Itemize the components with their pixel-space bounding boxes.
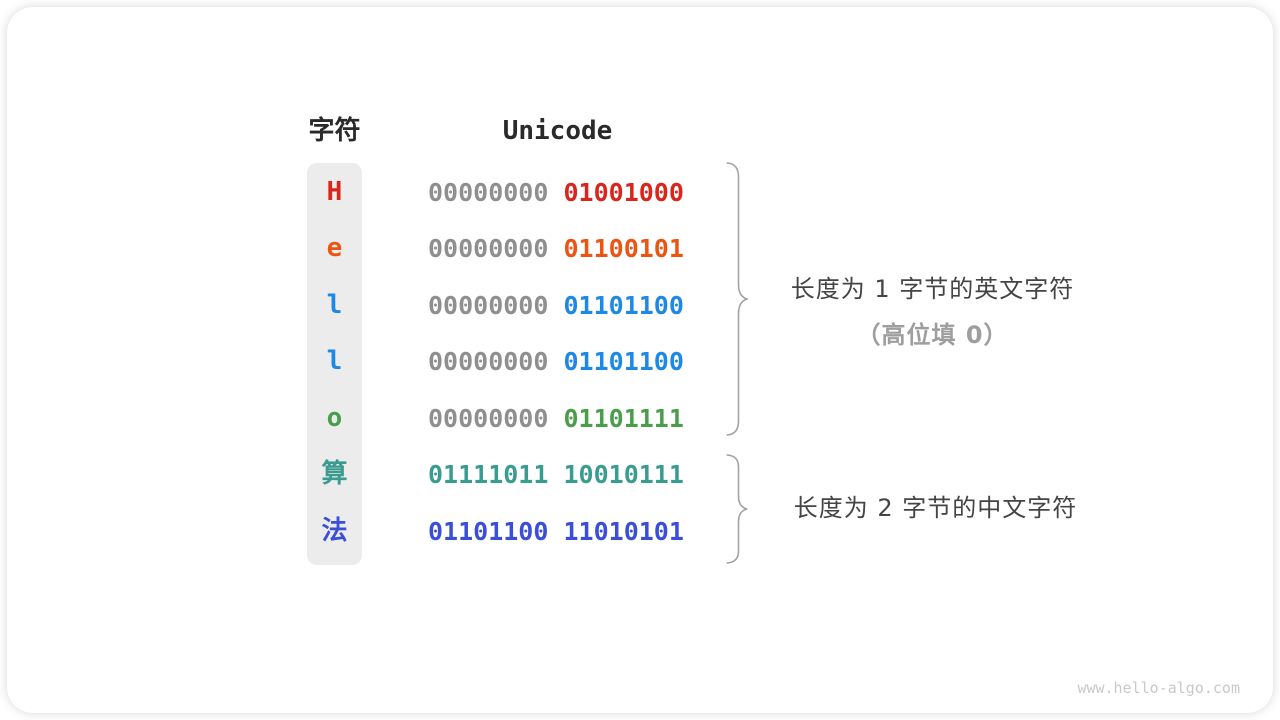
column-header-unicode: Unicode [502,116,613,146]
high-byte: 00000000 [428,234,549,263]
low-byte: 01101100 [563,290,684,320]
low-byte: 01001000 [563,177,684,207]
watermark: www.hello-algo.com [1077,679,1240,697]
low-byte: 11010101 [563,516,684,546]
encoding-row: 法 01101100 11010101 [0,503,1280,560]
character-cell: e [326,233,343,263]
unicode-binary: 01111011 10010111 [428,446,684,503]
unicode-binary: 00000000 01101100 [428,333,684,390]
diagram-card: 字符 Unicode H 00000000 01001000 e 0000000… [7,7,1273,713]
encoding-row: o 00000000 01101111 [0,390,1280,447]
high-byte: 01111011 [428,460,549,489]
high-byte: 00000000 [428,403,549,433]
unicode-binary: 01101100 11010101 [428,503,684,560]
annotation-english-line1: 长度为 1 字节的英文字符 [790,275,1075,303]
low-byte: 10010111 [563,460,684,489]
encoding-row: 算 01111011 10010111 [0,446,1280,503]
unicode-binary: 00000000 01001000 [428,164,684,221]
high-byte: 00000000 [428,177,549,207]
low-byte: 01101100 [563,347,684,376]
character-cell: 法 [321,515,348,546]
character-cell: l [326,346,343,376]
annotation-english-line2: （高位填 0） [856,321,1009,349]
annotation-chinese-chars: 长度为 2 字节的中文字符 [793,494,1078,522]
unicode-binary: 00000000 01100101 [428,220,684,277]
encoding-row: l 00000000 01101100 [0,277,1280,334]
encoding-row: H 00000000 01001000 [0,164,1280,221]
high-byte: 00000000 [428,290,549,320]
high-byte: 00000000 [428,347,549,376]
high-byte: 01101100 [428,516,549,546]
encoding-row: e 00000000 01100101 [0,220,1280,277]
brace-english-group [726,162,748,436]
annotation-english-chars: 长度为 1 字节的英文字符 （高位填 0） [760,269,1105,350]
low-byte: 01100101 [563,234,684,263]
character-cell: 算 [321,459,348,489]
char-column-background [307,163,362,565]
character-cell: o [326,402,343,433]
low-byte: 01101111 [563,403,684,433]
character-cell: H [326,176,343,207]
encoding-row: l 00000000 01101100 [0,333,1280,390]
brace-chinese-group [726,454,748,564]
unicode-binary: 00000000 01101100 [428,277,684,334]
column-header-char: 字符 [308,116,361,146]
unicode-binary: 00000000 01101111 [428,390,684,447]
character-cell: l [326,289,343,320]
